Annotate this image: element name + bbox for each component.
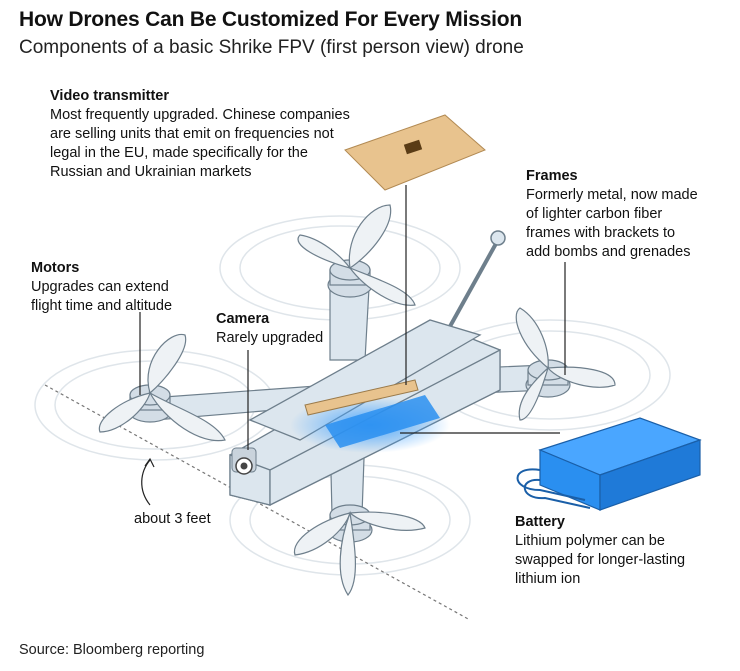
video-transmitter-label: Video transmitter Most frequently upgrad… bbox=[50, 87, 350, 182]
antenna bbox=[446, 239, 500, 331]
motors-line: Upgrades can extend bbox=[31, 279, 169, 295]
video-transmitter-board bbox=[344, 114, 486, 191]
battery-line: Lithium polymer can be bbox=[515, 533, 665, 549]
frames-heading: Frames bbox=[526, 168, 578, 184]
frames-line: of lighter carbon fiber bbox=[526, 206, 663, 222]
battery-heading: Battery bbox=[515, 514, 565, 530]
camera-module bbox=[231, 447, 257, 475]
battery-label: Battery Lithium polymer can be swapped f… bbox=[515, 513, 685, 589]
video-transmitter-line: are selling units that emit on frequenci… bbox=[50, 126, 334, 142]
measurement-arrow bbox=[141, 459, 151, 506]
video-transmitter-line: legal in the EU, made specifically for t… bbox=[50, 145, 308, 161]
frames-line: frames with brackets to bbox=[526, 225, 676, 241]
video-transmitter-line: Russian and Ukrainian markets bbox=[50, 164, 252, 180]
video-transmitter-line: Most frequently upgraded. Chinese compan… bbox=[50, 107, 350, 123]
battery-pack bbox=[516, 417, 702, 511]
motors-heading: Motors bbox=[31, 260, 80, 276]
source-note: Source: Bloomberg reporting bbox=[19, 642, 205, 658]
measurement-label: about 3 feet bbox=[134, 511, 211, 527]
frames-line: Formerly metal, now made bbox=[526, 187, 698, 203]
camera-heading: Camera bbox=[216, 311, 270, 327]
page-title: How Drones Can Be Customized For Every M… bbox=[19, 8, 523, 31]
video-transmitter-heading: Video transmitter bbox=[50, 88, 169, 104]
camera-line: Rarely upgraded bbox=[216, 330, 324, 346]
frames-label: Frames Formerly metal, now made of light… bbox=[526, 167, 698, 262]
motors-line: flight time and altitude bbox=[31, 298, 173, 314]
motors-label: Motors Upgrades can extend flight time a… bbox=[31, 259, 172, 316]
camera-label: Camera Rarely upgraded bbox=[216, 310, 323, 348]
battery-line: lithium ion bbox=[515, 571, 581, 587]
connector-strip bbox=[304, 379, 419, 416]
battery-line: swapped for longer-lasting bbox=[515, 552, 686, 568]
leader-lines bbox=[139, 185, 566, 450]
propeller-blades bbox=[98, 204, 616, 597]
page-subtitle: Components of a basic Shrike FPV (first … bbox=[19, 37, 524, 58]
frames-line: add bombs and grenades bbox=[526, 244, 691, 260]
